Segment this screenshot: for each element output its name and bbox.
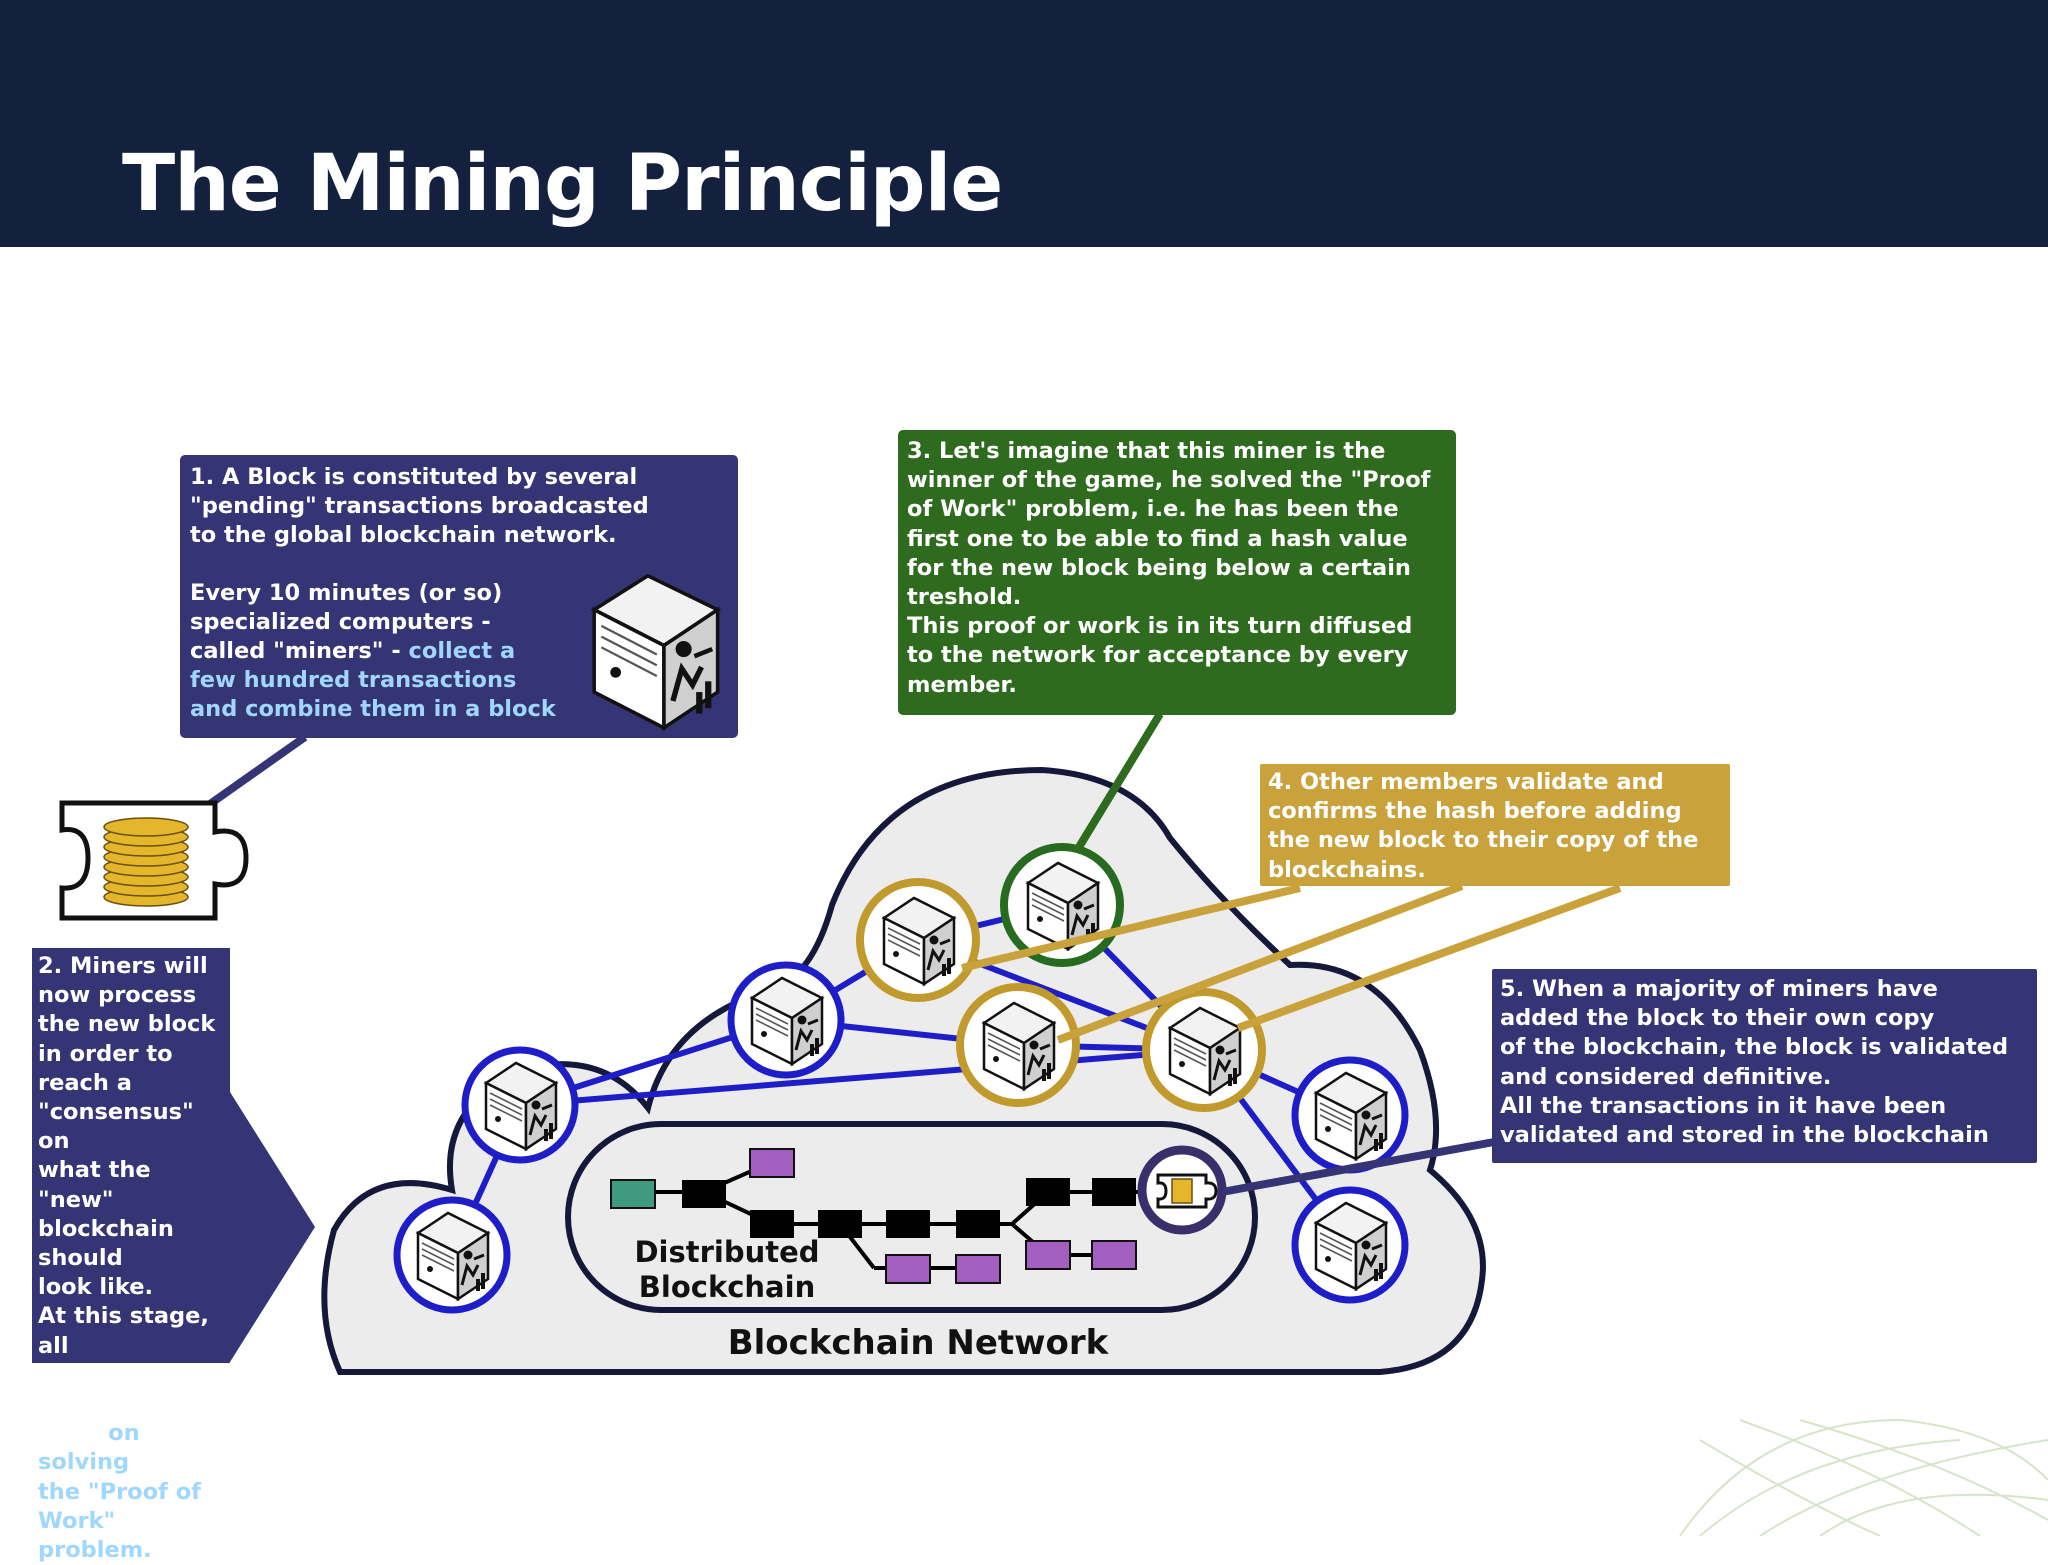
miner-node-validating <box>856 878 980 1002</box>
chain-block <box>886 1210 930 1238</box>
step4-callout: 4. Other members validate and confirms t… <box>1260 764 1730 886</box>
orphan-block <box>749 1148 795 1178</box>
step5-callout: 5. When a majority of miners have added … <box>1492 969 2037 1163</box>
chain-blocks <box>610 1148 1137 1284</box>
blockchain-label-line2: Blockchain <box>639 1270 815 1304</box>
chain-block <box>956 1210 1000 1238</box>
miner-node <box>1291 1186 1409 1304</box>
step5-text: 5. When a majority of miners have added … <box>1500 976 2009 1149</box>
step1-connector-line <box>207 733 308 808</box>
step2-arrow <box>230 1092 315 1362</box>
step1-detail-text: Every 10 minutes (or so) specialized com… <box>190 580 503 664</box>
network-label: Blockchain Network <box>728 1323 1110 1363</box>
distributed-blockchain-frame <box>565 1121 1258 1313</box>
miner-node <box>1291 1056 1409 1174</box>
step4-text: 4. Other members validate and confirms t… <box>1268 769 1699 883</box>
step3-text: 3. Let's imagine that this miner is the … <box>907 438 1431 698</box>
step2-text: 2. Miners will now process the new block… <box>38 953 216 1447</box>
orphan-block <box>885 1254 931 1284</box>
orphan-block <box>1091 1240 1137 1270</box>
step1-highlight-text: collect a few hundred transactions and c… <box>190 638 556 722</box>
block-puzzle-icon <box>1137 1145 1227 1235</box>
corner-watermark <box>1679 1418 2048 1536</box>
miner-node <box>461 1046 579 1164</box>
orphan-block <box>1025 1240 1071 1270</box>
coin-stack-puzzle-icon <box>59 800 249 921</box>
orphan-block <box>955 1254 1001 1284</box>
step3-callout: 3. Let's imagine that this miner is the … <box>898 430 1456 715</box>
miner-node <box>393 1196 511 1314</box>
miner-node <box>727 961 845 1079</box>
chain-block <box>1092 1178 1136 1206</box>
step3-connector-line <box>1072 711 1164 855</box>
chain-block <box>1026 1178 1070 1206</box>
page-title: The Mining Principle <box>122 139 1003 229</box>
step2-callout: 2. Miners will now process the new block… <box>32 948 230 1563</box>
chain-block <box>682 1180 726 1208</box>
miner-node-validating <box>1142 988 1266 1112</box>
step1-callout: 1. A Block is constituted by several "pe… <box>180 455 738 738</box>
chain-block <box>818 1210 862 1238</box>
step4-connector-lines <box>961 882 1622 1044</box>
step5-connector-line <box>1221 1138 1495 1196</box>
chain-block <box>750 1210 794 1238</box>
genesis-block <box>610 1179 656 1209</box>
step1-intro-text: 1. A Block is constituted by several "pe… <box>190 464 649 548</box>
blockchain-label-line1: Distributed <box>634 1235 819 1269</box>
miner-node-validating <box>956 983 1080 1107</box>
header-bar: The Mining Principle <box>0 0 2048 247</box>
server-miner-icon <box>575 565 735 735</box>
